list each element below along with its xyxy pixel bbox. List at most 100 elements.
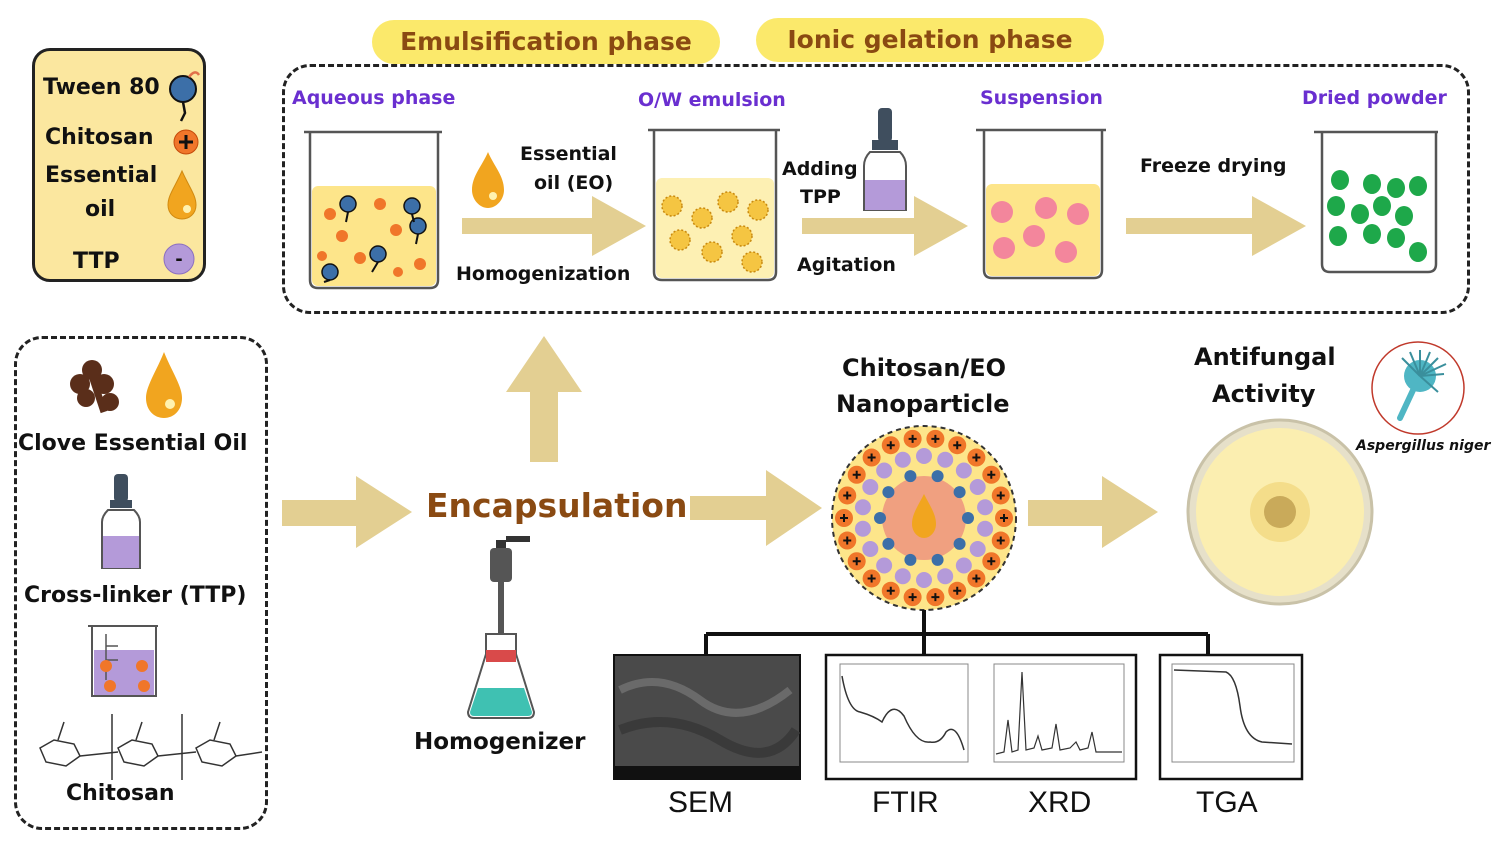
nano-tween-dot bbox=[962, 512, 974, 524]
crosslinker-bottle-icon bbox=[101, 474, 141, 569]
agitation-step-label: Agitation bbox=[797, 254, 896, 276]
nano-plus-sign bbox=[972, 574, 981, 583]
encapsulation-label: Encapsulation bbox=[426, 486, 688, 525]
ow-emulsion-label: O/W emulsion bbox=[638, 89, 786, 111]
sem-image bbox=[613, 654, 801, 780]
nano-tween-dot bbox=[882, 537, 895, 550]
nano-ttp-dot bbox=[916, 572, 932, 588]
nano-ttp-dot bbox=[937, 568, 954, 585]
nano-tween-dot bbox=[904, 470, 917, 483]
tpp-dropper-bottle-icon bbox=[863, 108, 907, 211]
nano-ttp-dot bbox=[854, 499, 871, 516]
petri-dish-icon bbox=[1186, 418, 1374, 606]
nano-plus-sign bbox=[953, 441, 962, 450]
oil-drop-icon bbox=[167, 169, 197, 220]
aspergillus-icon bbox=[1371, 341, 1465, 435]
suspension-label: Suspension bbox=[980, 87, 1103, 109]
tga-label: TGA bbox=[1196, 786, 1258, 819]
nano-plus-sign bbox=[843, 536, 852, 545]
nano-plus-sign bbox=[840, 514, 848, 522]
tga-panel bbox=[1158, 653, 1304, 781]
ionic-gelation-phase-label: Ionic gelation phase bbox=[756, 18, 1104, 62]
arrow-materials-to-encapsulation bbox=[282, 476, 412, 548]
arrow-freeze-drying bbox=[1126, 196, 1306, 256]
ttp-minus-icon: - bbox=[163, 243, 195, 275]
legend-box: Tween 80 Chitosan Essential oil TTP - bbox=[32, 48, 206, 282]
arrow-up-to-process bbox=[506, 336, 582, 462]
homogenizer-icon bbox=[466, 536, 536, 719]
nanoparticle-outer-ring bbox=[835, 429, 1013, 607]
nano-tween-dot bbox=[882, 486, 895, 499]
arrow-agitation bbox=[802, 196, 968, 256]
nano-tween-dot bbox=[953, 537, 966, 550]
nano-ttp-dot bbox=[894, 451, 911, 468]
emulsification-phase-label: Emulsification phase bbox=[372, 20, 720, 64]
beaker-suspension bbox=[976, 128, 1106, 280]
nano-tween-dot bbox=[953, 486, 966, 499]
adding-step-line2: TPP bbox=[800, 186, 841, 208]
essential-oil-step-line2: oil (EO) bbox=[534, 172, 614, 194]
beaker-aqueous bbox=[304, 130, 442, 290]
chitosan-structure-icon bbox=[39, 714, 263, 780]
antifungal-label-line2: Activity bbox=[1212, 380, 1316, 408]
analysis-bracket bbox=[704, 610, 1210, 656]
nano-ttp-dot bbox=[955, 462, 972, 479]
nano-plus-sign bbox=[867, 574, 876, 583]
nano-ttp-dot bbox=[969, 479, 986, 495]
legend-chitosan-label: Chitosan bbox=[45, 125, 154, 150]
nano-plus-sign bbox=[908, 434, 917, 443]
nano-ttp-dot bbox=[876, 462, 893, 479]
crosslinker-label: Cross-linker (TTP) bbox=[24, 583, 247, 608]
nano-plus-sign bbox=[1000, 514, 1008, 522]
nano-ttp-dot bbox=[916, 448, 932, 464]
nano-plus-sign bbox=[867, 453, 876, 462]
nano-plus-sign bbox=[953, 586, 962, 595]
nano-plus-sign bbox=[931, 593, 940, 602]
nano-plus-sign bbox=[852, 470, 861, 479]
materials-box bbox=[14, 336, 268, 830]
nano-ttp-dot bbox=[937, 451, 954, 468]
nano-plus-sign bbox=[908, 593, 917, 602]
nano-ttp-dot bbox=[854, 520, 871, 537]
ftir-xrd-panel bbox=[824, 653, 1138, 781]
xrd-label: XRD bbox=[1028, 786, 1092, 819]
legend-oil-label: oil bbox=[85, 197, 116, 222]
homogenizer-label: Homogenizer bbox=[414, 729, 586, 755]
clove-icon bbox=[70, 360, 119, 414]
ttp-minus-sign: - bbox=[175, 249, 182, 270]
nano-plus-sign bbox=[886, 586, 895, 595]
aqueous-phase-label: Aqueous phase bbox=[292, 87, 456, 109]
nano-plus-sign bbox=[996, 536, 1005, 545]
beaker-dried-powder bbox=[1314, 130, 1438, 274]
ftir-label: FTIR bbox=[872, 786, 939, 819]
chitosan-plus-icon bbox=[173, 129, 199, 155]
nano-ttp-dot bbox=[955, 557, 972, 574]
nano-plus-sign bbox=[987, 557, 996, 566]
nano-ttp-dot bbox=[969, 541, 986, 557]
nano-plus-sign bbox=[852, 557, 861, 566]
nano-tween-dot bbox=[904, 553, 917, 566]
nano-plus-sign bbox=[987, 470, 996, 479]
nano-ttp-dot bbox=[977, 499, 994, 516]
nano-ttp-dot bbox=[862, 541, 879, 557]
clove-essential-oil-label: Clove Essential Oil bbox=[18, 431, 248, 456]
legend-ttp-label: TTP bbox=[73, 249, 120, 274]
legend-tween-label: Tween 80 bbox=[43, 75, 160, 100]
nanoparticle-label-line2: Nanoparticle bbox=[836, 390, 1010, 418]
arrow-nanoparticle-to-antifungal bbox=[1028, 476, 1158, 548]
nano-tween-dot bbox=[931, 553, 944, 566]
aspergillus-label: Aspergillus niger bbox=[1356, 438, 1491, 454]
nanoparticle-label-line1: Chitosan/EO bbox=[842, 354, 1007, 382]
beaker-emulsion bbox=[648, 128, 780, 282]
clove-oil-drop-icon bbox=[146, 352, 182, 418]
antifungal-label-line1: Antifungal bbox=[1194, 343, 1336, 371]
process-box bbox=[282, 64, 1470, 314]
arrow-encapsulation-to-nanoparticle bbox=[690, 470, 822, 546]
nanoparticle-inner-ring bbox=[854, 448, 994, 588]
chitosan-material-label: Chitosan bbox=[66, 781, 175, 806]
nano-tween-dot bbox=[931, 470, 944, 483]
essential-oil-step-line1: Essential bbox=[520, 143, 617, 165]
sem-label: SEM bbox=[668, 786, 734, 819]
tween-icon bbox=[169, 71, 201, 122]
